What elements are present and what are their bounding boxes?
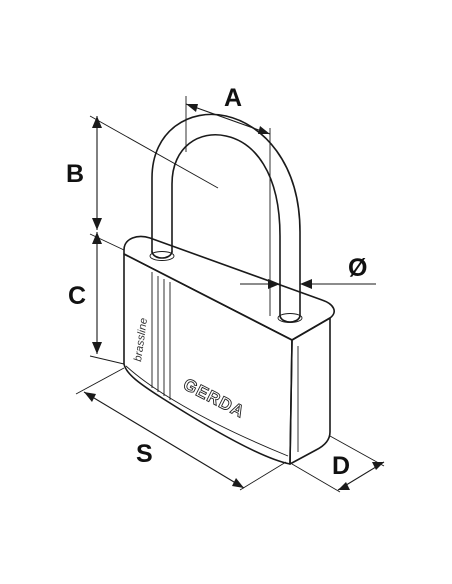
lock-markings: GERDA brassline	[132, 317, 248, 422]
shackle	[151, 113, 301, 323]
dimension-b: B	[66, 115, 219, 230]
lock-body	[123, 235, 335, 465]
series-marking-text: brassline	[132, 317, 150, 362]
dimension-s-label: S	[136, 440, 153, 468]
dimension-diameter: Ø	[240, 254, 376, 289]
dimension-s: S	[75, 367, 287, 491]
dimension-d: D	[291, 435, 385, 493]
dimension-b-label: B	[66, 160, 84, 188]
dimension-a: A	[185, 84, 271, 316]
dimension-d-label: D	[332, 452, 350, 480]
dimension-a-label: A	[224, 84, 242, 112]
brand-logo-text: GERDA	[180, 375, 248, 422]
dimension-c: C	[68, 232, 125, 365]
dimension-c-label: C	[68, 282, 86, 310]
dimension-diameter-label: Ø	[348, 254, 367, 282]
